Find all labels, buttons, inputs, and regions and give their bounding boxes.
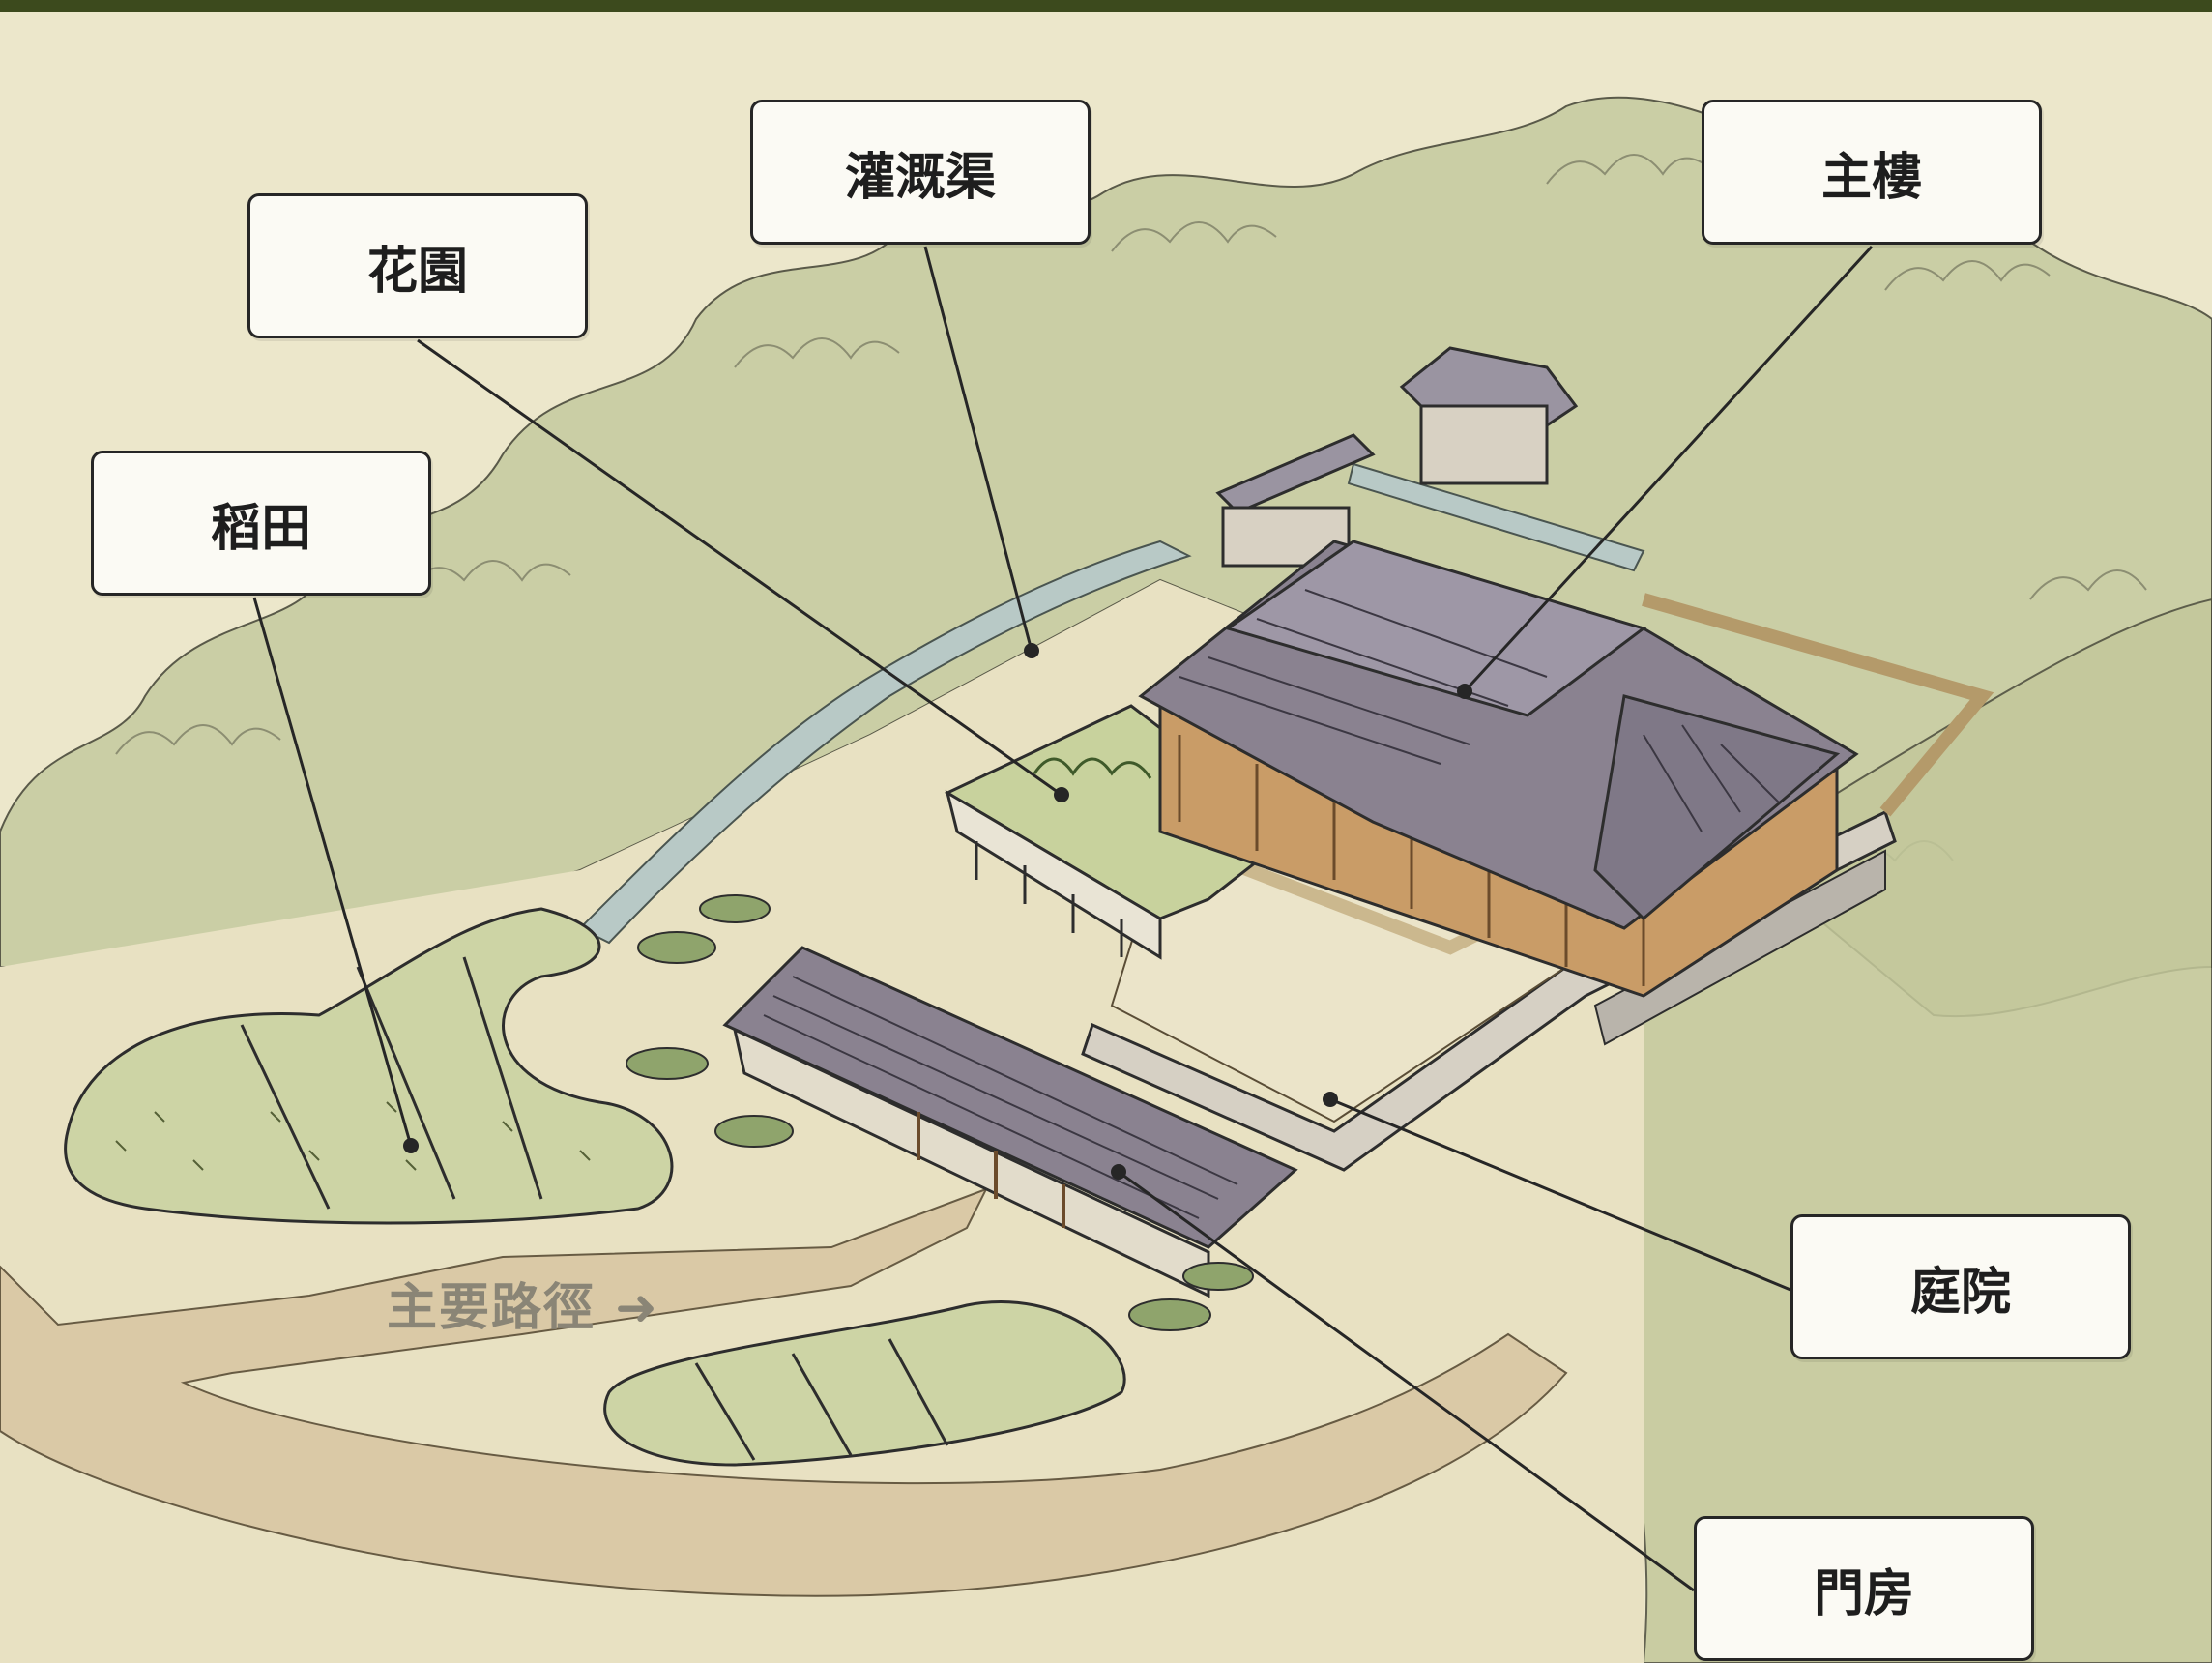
leader-dots bbox=[403, 643, 1472, 1180]
rice-field-lower bbox=[603, 1299, 1126, 1467]
pine-trees bbox=[626, 894, 1254, 1331]
label-gatehouse: 門房 bbox=[1694, 1516, 2034, 1661]
label-garden: 花園 bbox=[247, 193, 588, 338]
label-courtyard: 庭院 bbox=[1790, 1214, 2131, 1359]
label-irrigation-canal: 灌溉渠 bbox=[750, 100, 1091, 245]
top-bar bbox=[0, 0, 2212, 12]
small-shed bbox=[1215, 433, 1376, 568]
irrigation-canal-upper bbox=[1347, 462, 1645, 572]
label-main-building: 主樓 bbox=[1702, 100, 2042, 245]
leader-lines bbox=[252, 245, 1874, 1592]
irrigation-canal bbox=[578, 540, 1192, 945]
main-path bbox=[0, 1187, 1568, 1597]
label-rice-field: 稻田 bbox=[91, 451, 431, 596]
gatehouse-drawing bbox=[722, 946, 1298, 1298]
garden-enclosure bbox=[944, 704, 1298, 960]
main-building-drawing bbox=[1138, 540, 1859, 998]
storage-shed bbox=[1399, 346, 1579, 485]
main-path-label: 主要路徑 ➜ bbox=[387, 1279, 659, 1337]
rice-field-left bbox=[64, 907, 674, 1225]
